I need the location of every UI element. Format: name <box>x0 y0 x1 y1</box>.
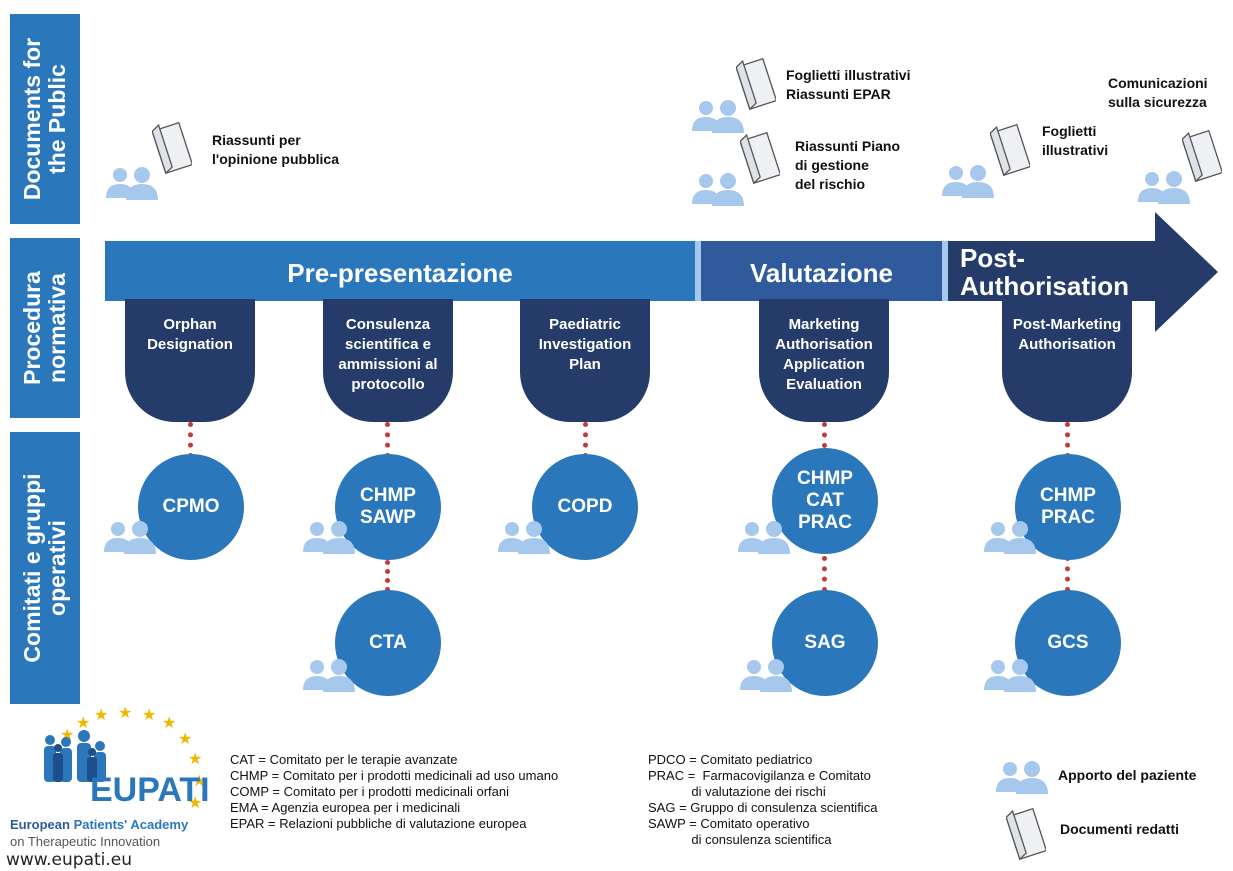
legend-patient-input: Apporto del paziente <box>1058 767 1197 783</box>
committee-gcs: GCS <box>1015 590 1121 696</box>
patient-icon <box>303 521 355 554</box>
doc-label-piano-rischio: Riassunti Piano di gestione del rischio <box>795 138 901 192</box>
eupati-stars-logo: ★ ★ ★ ★ ★ ★ ★ ★ ★ ★ <box>44 704 206 812</box>
leaflet-icon <box>990 123 1030 176</box>
eupati-tagline-1: European Patients' Academy <box>10 817 189 832</box>
connector <box>385 422 390 458</box>
leaflet-icon <box>736 57 776 110</box>
doc-label-comunicazioni: Comunicazioni sulla sicurezza <box>1108 75 1208 110</box>
patient-icon <box>984 521 1036 554</box>
doc-label-riassunti: Riassunti per l'opinione pubblica <box>212 132 339 167</box>
tab-maa-evaluation: Marketing Authorisation Application Eval… <box>759 299 889 422</box>
patient-icon <box>303 659 355 692</box>
tab-consulenza-scientifica: Consulenza scientifica e ammissioni al p… <box>323 299 453 422</box>
svg-text:★: ★ <box>76 713 90 732</box>
patient-icon <box>984 659 1036 692</box>
arrow-gap-2 <box>942 241 948 301</box>
tab-orphan-designation: Orphan Designation <box>125 299 255 422</box>
arrow-label-pre: Pre-presentazione <box>287 258 513 288</box>
connector <box>385 560 390 592</box>
committee-sag: SAG <box>772 590 878 696</box>
leaflet-icon <box>1182 129 1222 182</box>
connector <box>583 422 588 458</box>
legend-acronyms-right: PDCO = Comitato pediatrico PRAC = Farmac… <box>648 752 878 847</box>
patient-icon <box>498 521 550 554</box>
connector <box>822 556 827 592</box>
arrow-gap-1 <box>695 241 701 301</box>
patient-icon <box>692 173 744 206</box>
arrow-segment-post <box>948 212 1218 332</box>
patient-icon <box>1138 171 1190 204</box>
row-label-committees: Comitati e gruppi operativi <box>10 432 80 704</box>
svg-text:★: ★ <box>188 793 202 812</box>
eupati-url[interactable]: www.eupati.eu <box>6 850 133 870</box>
patient-icon <box>740 659 792 692</box>
svg-text:★: ★ <box>94 705 108 724</box>
svg-text:★: ★ <box>142 705 156 724</box>
committee-copd: COPD <box>532 454 638 560</box>
eupati-logo-text: EUPATI <box>90 771 210 809</box>
connector <box>1065 422 1070 458</box>
arrow-label-valutazione: Valutazione <box>749 258 894 288</box>
svg-text:★: ★ <box>162 713 176 732</box>
doc-label-foglietti: Foglietti illustrativi <box>1042 123 1109 158</box>
committee-chmp-prac: CHMP PRAC <box>1015 454 1121 560</box>
patient-icon <box>738 521 790 554</box>
committee-cpmo: CPMO <box>138 454 244 560</box>
patient-icon <box>104 521 156 554</box>
process-arrow <box>105 212 1218 332</box>
patient-icon <box>106 167 158 200</box>
connector <box>188 422 193 458</box>
patient-icon <box>996 761 1048 794</box>
legend-acronyms-left: CAT = Comitato per le terapie avanzate C… <box>230 752 559 831</box>
patient-icon <box>692 100 744 133</box>
eupati-tagline-2: on Therapeutic Innovation <box>10 834 161 849</box>
leaflet-icon <box>152 121 192 174</box>
tab-paediatric-plan: Paediatric Investigation Plan <box>520 299 650 422</box>
connector <box>1065 556 1070 592</box>
svg-text:★: ★ <box>178 729 192 748</box>
doc-label-foglietti-epar: Foglietti illustrativi Riassunti EPAR <box>786 67 911 102</box>
arrow-segment-pre <box>105 241 695 301</box>
svg-text:★: ★ <box>188 749 202 768</box>
row-label-procedure: Procedura normativa <box>10 238 80 418</box>
leaflet-icon <box>1006 807 1046 860</box>
row-label-documents: Documents for the Public <box>10 14 80 224</box>
tab-post-marketing: Post-Marketing Authorisation <box>1002 299 1132 422</box>
arrow-label-post: Post-Authorisation <box>960 243 1129 301</box>
patient-icon <box>942 165 994 198</box>
connector <box>822 422 827 448</box>
svg-text:★: ★ <box>118 704 132 722</box>
committee-chmp-sawp: CHMP SAWP <box>335 454 441 560</box>
committee-chmp-cat-prac: CHMP CAT PRAC <box>772 448 878 554</box>
svg-text:★: ★ <box>192 771 206 790</box>
committee-cta: CTA <box>335 590 441 696</box>
leaflet-icon <box>740 131 780 184</box>
legend-documents: Documenti redatti <box>1060 821 1180 837</box>
arrow-segment-valutazione <box>701 241 942 301</box>
